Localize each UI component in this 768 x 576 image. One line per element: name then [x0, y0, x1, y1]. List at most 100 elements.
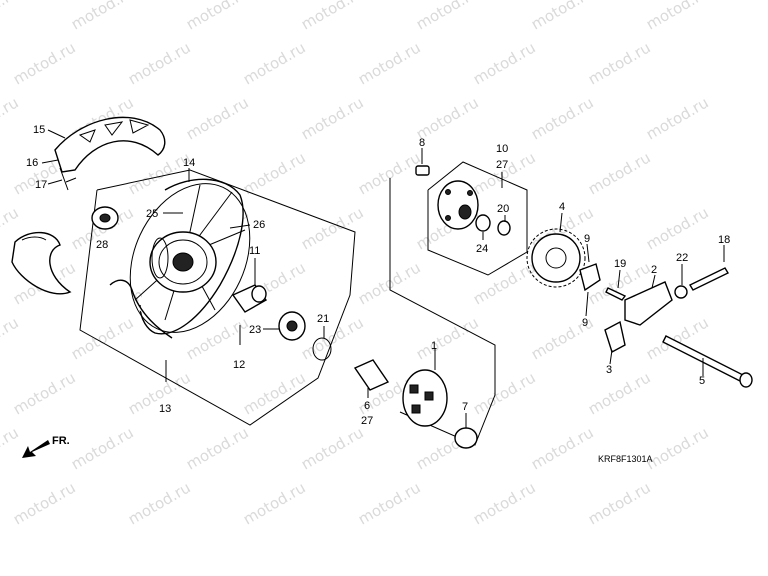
- watermark-text: motod.ru: [298, 93, 367, 143]
- hub: [149, 231, 217, 293]
- watermark-text: motod.ru: [643, 423, 712, 473]
- callout-2: 2: [651, 264, 657, 276]
- watermark-text: motod.ru: [68, 0, 137, 33]
- callout-9-top: 9: [584, 233, 590, 245]
- callout-6-27: 27: [361, 415, 373, 427]
- oil-seal-20: [497, 220, 511, 236]
- callout-3: 3: [606, 364, 612, 376]
- watermark-text: motod.ru: [0, 423, 22, 473]
- watermark-text: motod.ru: [10, 478, 79, 528]
- watermark-text: motod.ru: [240, 148, 309, 198]
- callout-24: 24: [476, 243, 488, 255]
- drive-sprocket: [526, 228, 586, 288]
- oil-seal-21: [312, 337, 332, 361]
- watermark-text: motod.ru: [125, 478, 194, 528]
- watermark-text: motod.ru: [413, 93, 482, 143]
- watermark-text: motod.ru: [643, 203, 712, 253]
- watermark-text: motod.ru: [68, 423, 137, 473]
- callout-11: 11: [249, 245, 260, 257]
- callout-13: 13: [159, 403, 171, 415]
- chain-adjuster-2: [624, 281, 673, 326]
- watermark-text: motod.ru: [643, 93, 712, 143]
- callout-16: 16: [26, 157, 38, 169]
- bolt-19: [605, 287, 627, 301]
- bolt-8: [415, 165, 430, 176]
- callout-15: 15: [33, 124, 45, 136]
- callout-14: 14: [183, 157, 195, 169]
- lock-washer-9: [579, 263, 601, 292]
- callout-25: 25: [146, 208, 158, 220]
- callout-6: 6: [364, 400, 370, 412]
- callout-17: 17: [35, 179, 47, 191]
- watermark-text: motod.ru: [528, 423, 597, 473]
- inner-tube: [11, 231, 72, 295]
- callout-9-bottom: 9: [582, 317, 588, 329]
- callout-5: 5: [699, 375, 705, 387]
- bearing-28: [91, 206, 119, 230]
- watermark-text: motod.ru: [298, 423, 367, 473]
- callout-7: 7: [462, 401, 468, 413]
- sprocket-flange: [437, 180, 479, 230]
- nut-22: [674, 285, 688, 299]
- bearing-23: [278, 311, 306, 341]
- callout-10: 10: [496, 143, 508, 155]
- watermark-text: motod.ru: [298, 203, 367, 253]
- leader-lines: [41, 129, 725, 428]
- watermark-text: motod.ru: [528, 0, 597, 33]
- watermark-text: motod.ru: [585, 368, 654, 418]
- watermark-text: motod.ru: [413, 313, 482, 363]
- watermark-text: motod.ru: [10, 368, 79, 418]
- watermark-text: motod.ru: [585, 38, 654, 88]
- watermark-text: motod.ru: [470, 148, 539, 198]
- watermark-text: motod.ru: [240, 478, 309, 528]
- spacer-11: [231, 284, 268, 313]
- watermark-text: motod.ru: [240, 368, 309, 418]
- watermark-text: motod.ru: [355, 478, 424, 528]
- front-direction-arrow: FR.: [22, 435, 70, 458]
- collar-7: [454, 427, 478, 449]
- bearing-24: [475, 214, 491, 232]
- chain-stopper-3: [604, 320, 626, 354]
- axle-head: [739, 372, 753, 388]
- front-direction-label: FR.: [52, 435, 70, 447]
- callout-23: 23: [249, 324, 261, 336]
- damper-rubber-1: [402, 369, 448, 427]
- callout-20: 20: [497, 203, 509, 215]
- callout-22: 22: [676, 252, 688, 264]
- watermark-text: motod.ru: [183, 93, 252, 143]
- watermark-text: motod.ru: [183, 313, 252, 363]
- watermark-text: motod.ru: [355, 258, 424, 308]
- tire: [54, 116, 166, 191]
- watermark-text: motod.ru: [355, 148, 424, 198]
- watermark-text: motod.ru: [470, 478, 539, 528]
- callout-18: 18: [718, 234, 730, 246]
- watermark-text: motod.ru: [125, 38, 194, 88]
- watermark-text: motod.ru: [585, 478, 654, 528]
- callout-26: 26: [253, 219, 265, 231]
- watermark-text: motod.ru: [0, 0, 22, 33]
- watermark-text: motod.ru: [528, 93, 597, 143]
- callout-19: 19: [614, 258, 626, 270]
- watermark-text: motod.ru: [643, 0, 712, 33]
- watermark-text: motod.ru: [298, 313, 367, 363]
- callout-21: 21: [317, 313, 329, 325]
- watermark-text: motod.ru: [0, 313, 22, 363]
- watermark-text: motod.ru: [585, 148, 654, 198]
- diagram-code: KRF8F1301A: [598, 454, 653, 464]
- bolt-18: [689, 267, 729, 291]
- watermark-text: motod.ru: [183, 423, 252, 473]
- callout-8: 8: [419, 137, 425, 149]
- watermark-text: motod.ru: [413, 0, 482, 33]
- collar-6: [353, 359, 390, 391]
- callout-4: 4: [559, 201, 565, 213]
- watermark-text: motod.ru: [298, 0, 367, 33]
- callout-10-27: 27: [496, 159, 508, 171]
- watermark-text: motod.ru: [183, 0, 252, 33]
- watermark-text: motod.ru: [240, 38, 309, 88]
- callout-1: 1: [431, 340, 437, 352]
- watermark-text: motod.ru: [470, 38, 539, 88]
- flange-group-outline: [427, 161, 528, 276]
